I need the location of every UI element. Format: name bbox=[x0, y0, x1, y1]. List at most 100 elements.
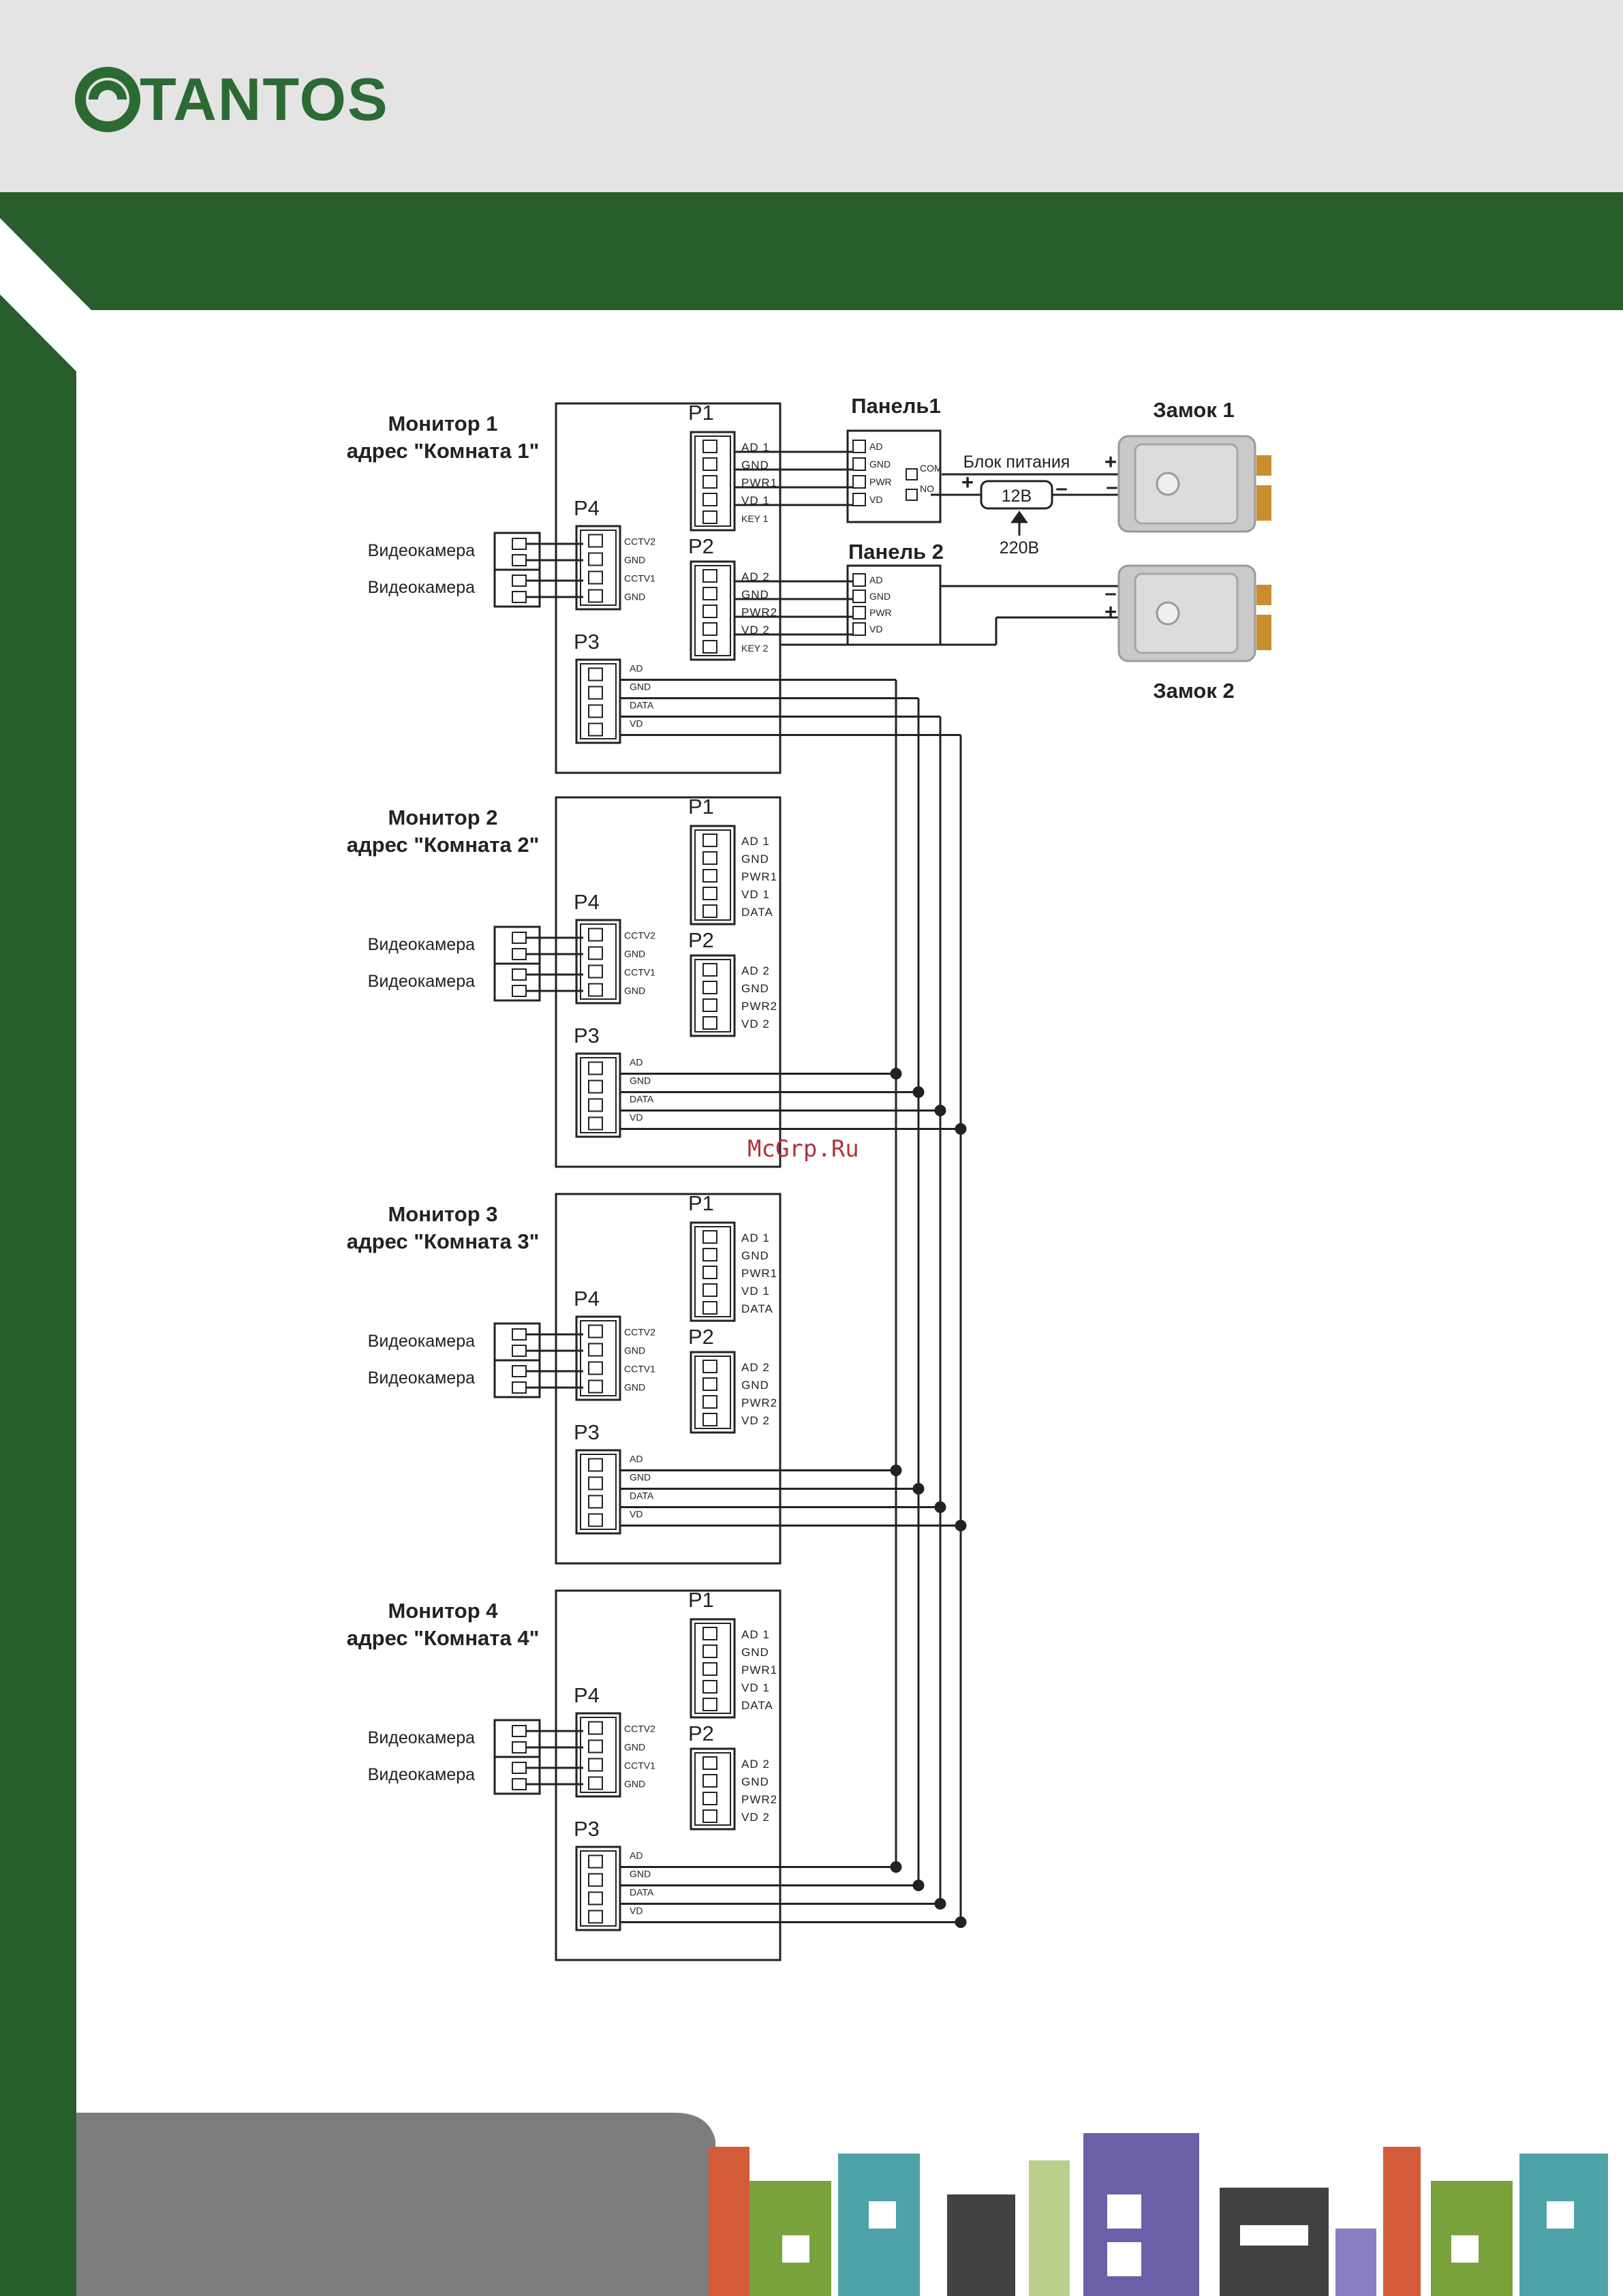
panel1-relay-pin bbox=[906, 468, 918, 480]
panel2-pin bbox=[852, 573, 866, 587]
p1-pin-label: GND bbox=[741, 853, 769, 866]
lock1-face bbox=[1134, 443, 1239, 525]
p3-label: P3 bbox=[574, 1024, 600, 1047]
p4-connector-inner bbox=[580, 530, 617, 606]
p3-connector-inner bbox=[580, 663, 617, 739]
p1-connector-pin bbox=[702, 1230, 717, 1244]
p4-connector bbox=[575, 1315, 621, 1401]
monitor-address: адрес "Комната 2" bbox=[347, 833, 540, 857]
panel2-pin-label: AD bbox=[869, 575, 882, 585]
p3-pin-label: DATA bbox=[630, 1490, 654, 1501]
p4-connector-pin bbox=[588, 1721, 603, 1735]
p1-connector-pin bbox=[702, 457, 717, 471]
p3-connector-inner bbox=[580, 1850, 617, 1927]
p2-connector-pin bbox=[702, 1774, 717, 1788]
p1-connector-pin bbox=[702, 475, 717, 489]
panel2-pin-label: PWR bbox=[869, 607, 892, 618]
p1-connector-pin bbox=[702, 1301, 717, 1315]
camera-terminal bbox=[493, 1756, 541, 1795]
p2-connector-pin bbox=[702, 622, 717, 636]
camera-label: Видеокамера bbox=[368, 541, 475, 560]
p1-connector-pin bbox=[702, 1680, 717, 1694]
monitor-address: адрес "Комната 1" bbox=[347, 439, 540, 463]
p3-pin-label: GND bbox=[630, 1075, 651, 1086]
p3-pin-label: GND bbox=[630, 1472, 651, 1483]
p1-connector-inner bbox=[694, 1623, 731, 1714]
p1-connector-pin bbox=[702, 510, 717, 524]
p2-pin-label: GND bbox=[741, 1379, 769, 1392]
p1-connector-pin bbox=[702, 493, 717, 506]
p4-pin-label: CCTV2 bbox=[624, 1327, 655, 1338]
p2-connector-pin bbox=[702, 1377, 717, 1391]
p4-pin-label: GND bbox=[624, 592, 645, 602]
p4-pin-label: CCTV1 bbox=[624, 1760, 655, 1771]
p4-connector-pin bbox=[588, 1739, 603, 1754]
p1-connector-pin bbox=[702, 1698, 717, 1711]
p2-connector bbox=[690, 1747, 736, 1831]
p3-connector-pin bbox=[588, 1080, 603, 1094]
p4-pin-label: CCTV2 bbox=[624, 536, 655, 547]
p4-connector bbox=[575, 919, 621, 1005]
p1-pin-label: GND bbox=[741, 1249, 769, 1262]
p2-pin-label: GND bbox=[741, 588, 769, 601]
p2-connector-pin bbox=[702, 1413, 717, 1426]
p2-pin-label: GND bbox=[741, 982, 769, 995]
p1-connector bbox=[690, 1618, 736, 1719]
brand-logo: TANTOS bbox=[75, 65, 388, 133]
p3-connector-pin bbox=[588, 1476, 603, 1490]
p4-pin-label: CCTV2 bbox=[624, 1724, 655, 1734]
p2-connector-pin bbox=[702, 981, 717, 994]
p1-label: P1 bbox=[688, 1588, 714, 1612]
p1-pin-label: AD 1 bbox=[741, 1231, 770, 1244]
camera-terminal bbox=[493, 1359, 541, 1398]
monitor-title: Монитор 1 bbox=[388, 412, 497, 435]
p1-connector-pin bbox=[702, 440, 717, 453]
p1-connector-pin bbox=[702, 833, 717, 847]
panel2-pin bbox=[852, 590, 866, 603]
monitor-title: Монитор 2 bbox=[388, 806, 497, 829]
p4-connector-pin bbox=[588, 946, 603, 960]
camera-label: Видеокамера bbox=[368, 1765, 475, 1784]
p4-connector bbox=[575, 1712, 621, 1798]
p2-connector-pin bbox=[702, 1395, 717, 1409]
camera-terminal bbox=[493, 568, 541, 608]
p3-pin-label: AD bbox=[630, 1454, 643, 1465]
p3-pin-label: VD bbox=[630, 718, 643, 729]
p3-pin-label: DATA bbox=[630, 1887, 654, 1898]
p4-pin-label: GND bbox=[624, 555, 645, 566]
panel1-pin-label: AD bbox=[869, 441, 882, 452]
p2-pin-label: KEY 2 bbox=[741, 643, 769, 654]
p3-connector-pin bbox=[588, 1495, 603, 1509]
p1-pin-label: DATA bbox=[741, 1699, 773, 1712]
p2-connector-pin bbox=[702, 998, 717, 1012]
panel1-pin-label: GND bbox=[869, 459, 891, 470]
p2-pin-label: PWR2 bbox=[741, 1396, 777, 1409]
p4-pin-label: CCTV2 bbox=[624, 930, 655, 941]
p4-pin-label: GND bbox=[624, 1345, 645, 1356]
left-green-frame bbox=[0, 294, 76, 2296]
p1-pin-label: PWR1 bbox=[741, 1664, 777, 1677]
monitor-4-box bbox=[555, 1589, 782, 1961]
p1-connector bbox=[690, 431, 736, 532]
panel1-pin bbox=[852, 493, 866, 506]
p1-pin-label: VD 1 bbox=[741, 1681, 770, 1694]
p4-connector-pin bbox=[588, 552, 603, 566]
p1-connector-pin bbox=[702, 1627, 717, 1640]
monitor-address: адрес "Комната 4" bbox=[347, 1626, 540, 1650]
p4-connector-pin bbox=[588, 589, 603, 603]
mains-arrowhead bbox=[1010, 510, 1028, 523]
p3-label: P3 bbox=[574, 1420, 600, 1444]
p1-pin-label: GND bbox=[741, 1646, 769, 1659]
p3-pin-label: DATA bbox=[630, 1094, 654, 1105]
panel2-pin bbox=[852, 606, 866, 619]
p3-connector bbox=[575, 658, 621, 744]
p3-connector-pin bbox=[588, 722, 603, 737]
p4-connector-pin bbox=[588, 1758, 603, 1772]
p1-connector-pin bbox=[702, 887, 717, 900]
p2-connector-pin bbox=[702, 1792, 717, 1805]
p1-connector bbox=[690, 1221, 736, 1322]
p3-pin-label: AD bbox=[630, 1850, 643, 1861]
p4-label: P4 bbox=[574, 1287, 600, 1311]
camera-label: Видеокамера bbox=[368, 1368, 475, 1388]
